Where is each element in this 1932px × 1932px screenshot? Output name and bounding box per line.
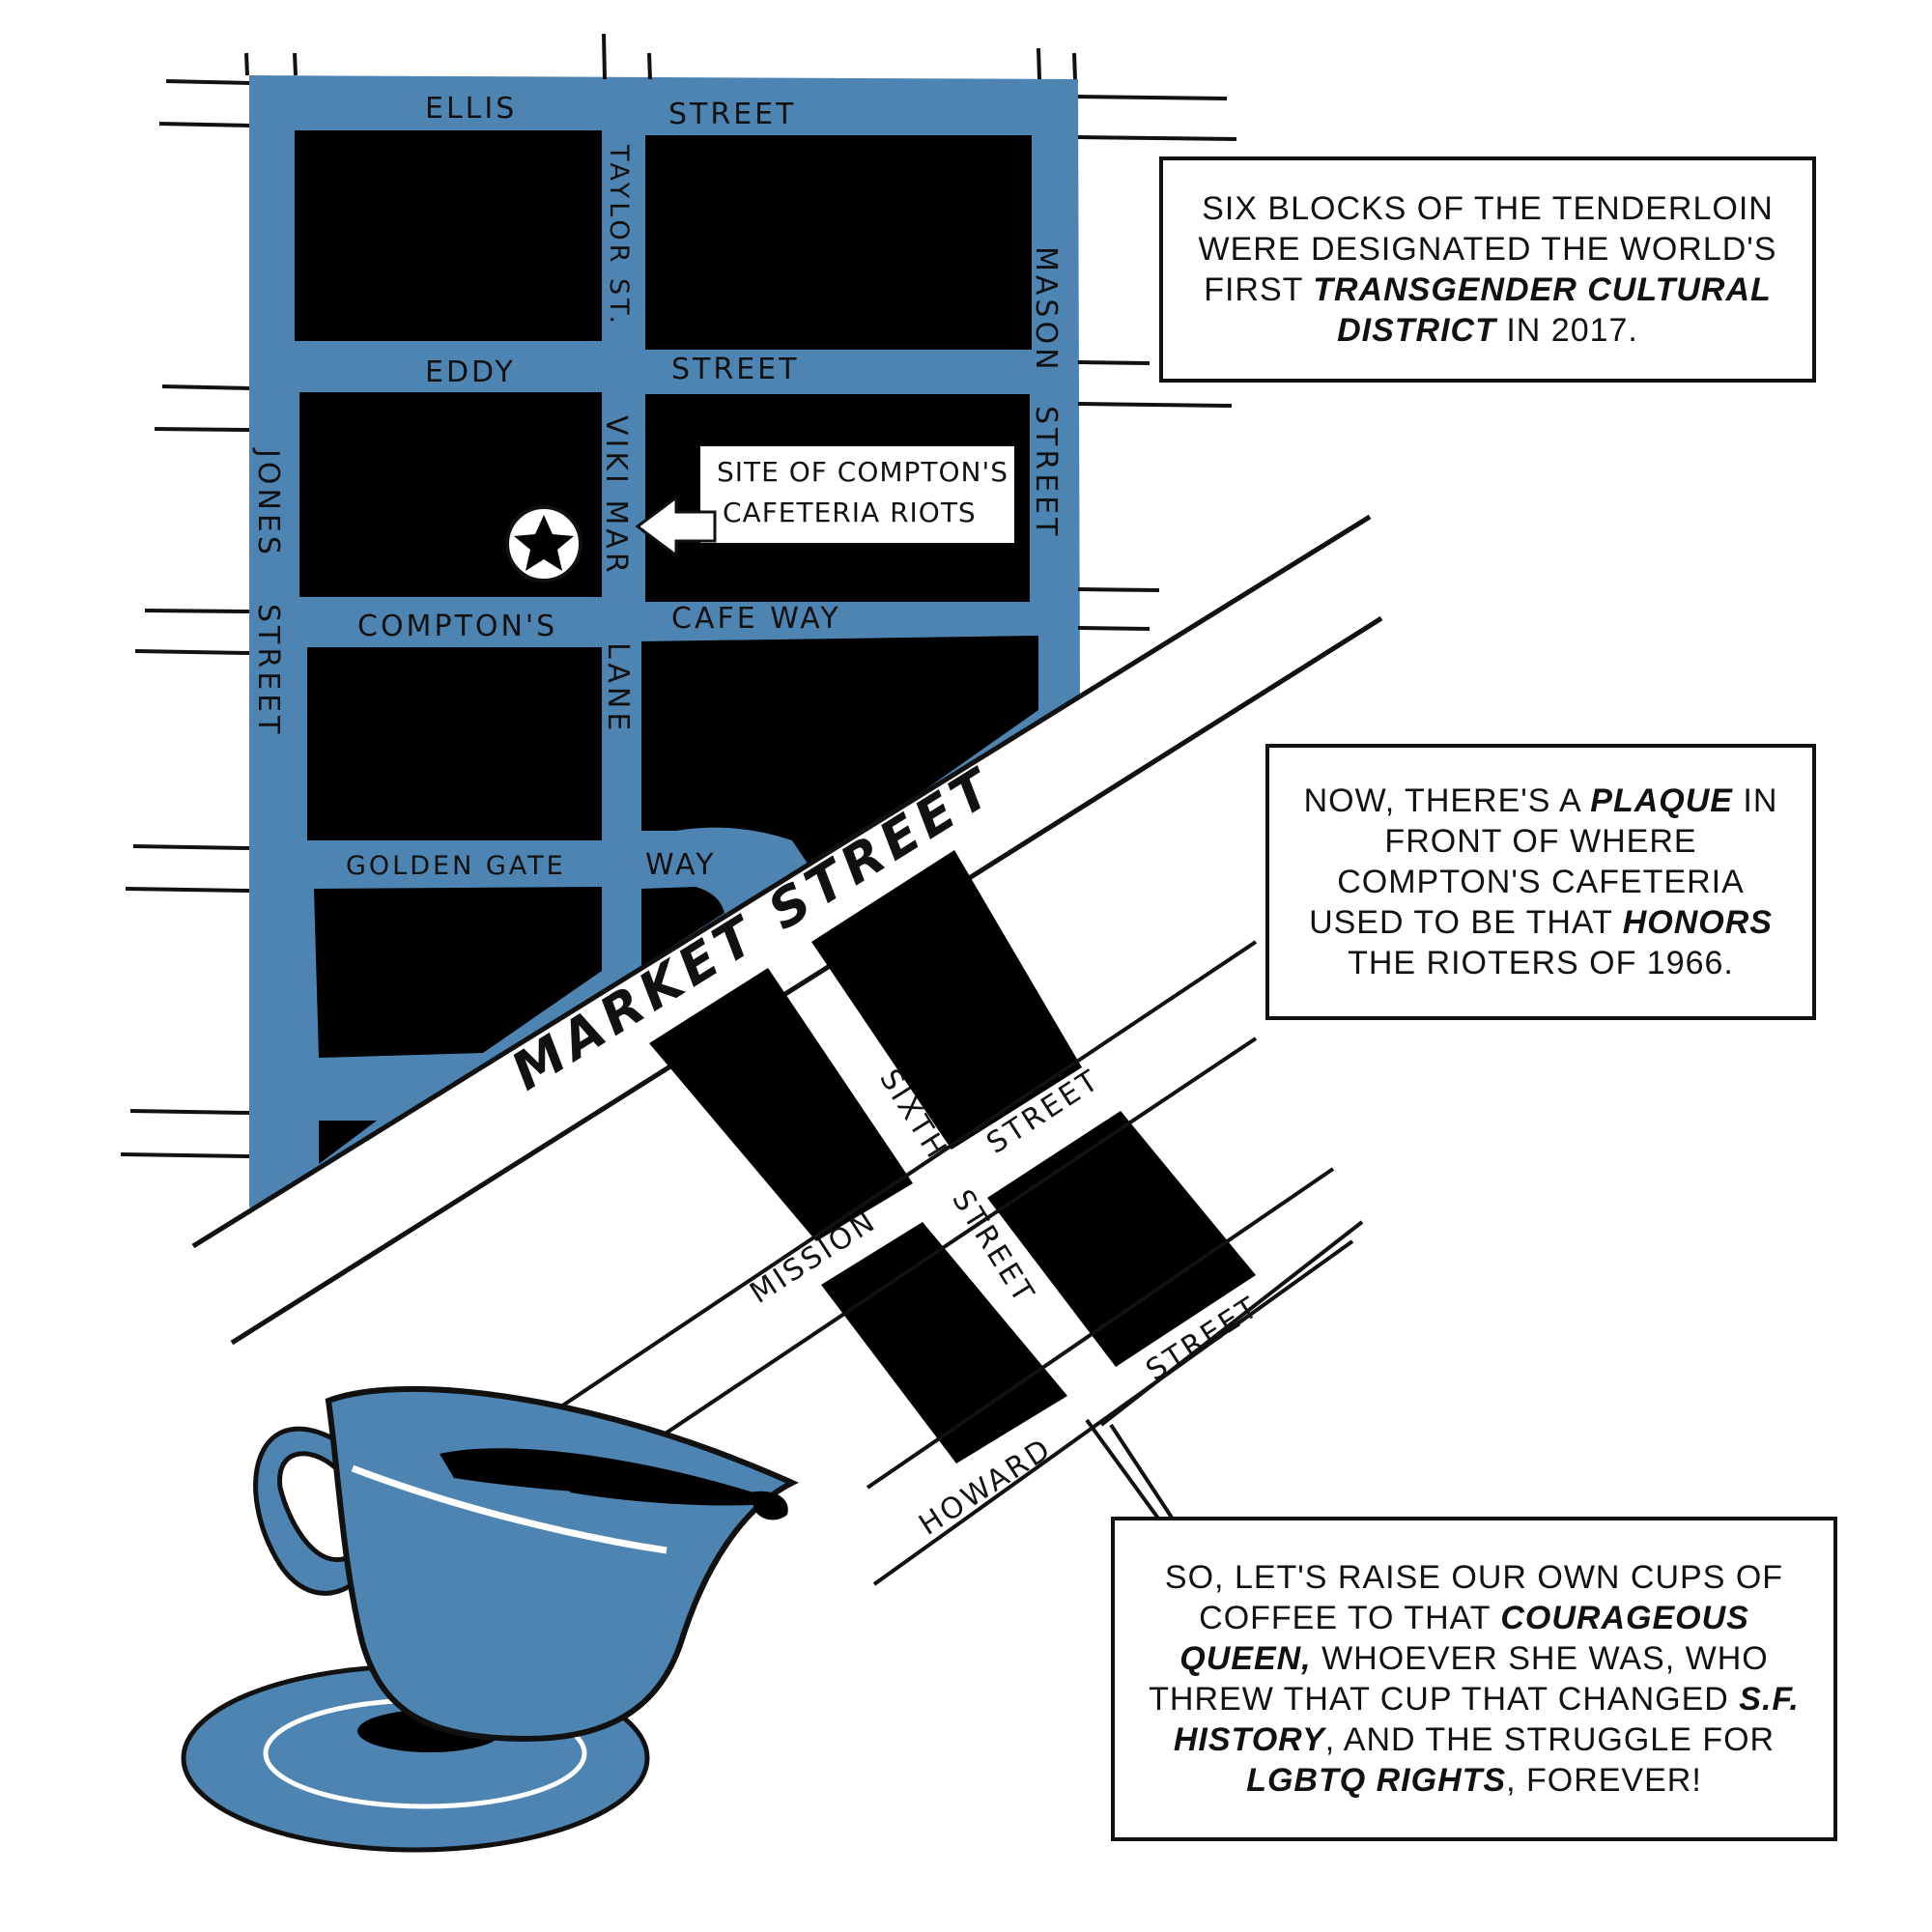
caption-district-part1: SIX BLOCKS OF THE TENDERLOIN WERE DESIGN…	[1198, 190, 1777, 308]
block-comptons-golden-east	[641, 636, 1038, 869]
caption-plaque-emphasis2: HONORS	[1622, 904, 1773, 941]
star-icon	[514, 515, 574, 571]
block-market-sliver	[319, 1121, 377, 1164]
coffee-spoon	[570, 1478, 788, 1520]
block-market-mission-east	[811, 850, 1082, 1150]
caption-raise-emphasis3: LGBTQ RIGHTS	[1246, 1762, 1507, 1799]
label-howard: HOWARD	[913, 1432, 1058, 1543]
riot-site-marker	[505, 505, 582, 582]
block-golden-market-east	[641, 887, 724, 966]
label-jones-street: STREET	[251, 604, 285, 737]
label-mason-street: STREET	[1029, 406, 1063, 539]
block-market-mission-west	[649, 968, 913, 1241]
caption-district-part2: IN 2017.	[1495, 312, 1638, 349]
caption-raise-part1: SO, LET'S RAISE OUR OWN CUPS OF COFFEE T…	[1164, 1559, 1784, 1636]
caption-plaque-part3: THE RIOTERS OF 1966.	[1348, 945, 1734, 981]
site-label-line2: CAFETERIA RIOTS	[723, 497, 977, 528]
arrow-left-icon	[635, 495, 717, 558]
market-street-edge-north	[191, 514, 1372, 1249]
caption-raise-emphasis2: S.F. HISTORY	[1173, 1681, 1800, 1758]
caption-plaque-text: NOW, THERE'S A PLAQUE IN FRONT OF WHERE …	[1289, 781, 1793, 983]
coffee-cup	[181, 1385, 799, 1853]
label-lane: LANE	[601, 642, 635, 734]
label-golden-gate-way: WAY	[645, 848, 717, 882]
label-jones: JONES	[251, 447, 285, 558]
mission-street-lines	[539, 940, 1364, 1586]
label-eddy-street: STREET	[671, 353, 799, 386]
label-golden-gate: GOLDEN GATE	[346, 851, 566, 881]
caption-box-raise-cups: SO, LET'S RAISE OUR OWN CUPS OF COFFEE T…	[1111, 1517, 1837, 1841]
block-mission-howard-west	[821, 1222, 1067, 1463]
label-eddy: EDDY	[425, 355, 516, 389]
site-label-box	[700, 446, 1014, 543]
caption-plaque-part1: NOW, THERE'S A	[1303, 782, 1591, 819]
caption-plaque-emphasis1: PLAQUE	[1590, 782, 1733, 819]
label-viki-mar: VIKI MAR	[599, 415, 633, 577]
label-cafe-way: CAFE WAY	[671, 602, 841, 636]
cup-stripe	[351, 1464, 668, 1554]
site-label-group: SITE OF COMPTON'S CAFETERIA RIOTS	[635, 446, 1014, 558]
label-ellis: ELLIS	[425, 92, 517, 126]
caption-district-emphasis: TRANSGENDER CULTURAL DISTRICT	[1313, 271, 1772, 349]
caption-box-district: SIX BLOCKS OF THE TENDERLOIN WERE DESIGN…	[1159, 156, 1816, 383]
market-street-fill	[193, 517, 1381, 1343]
right-street-lines	[1077, 95, 1237, 631]
caption-raise-part4: , FOREVER!	[1506, 1762, 1702, 1799]
site-label-line1: SITE OF COMPTON'S	[717, 456, 1009, 488]
caption-raise-emphasis1: COURAGEOUS QUEEN,	[1179, 1600, 1749, 1677]
caption-raise-part2: WHOEVER SHE WAS, WHO THREW THAT CUP THAT…	[1149, 1640, 1769, 1718]
city-blocks	[295, 130, 1038, 1164]
caption-raise-part3: , AND THE STRUGGLE FOR	[1324, 1721, 1776, 1758]
label-comptons: COMPTON'S	[357, 610, 557, 643]
label-mason: MASON	[1029, 246, 1063, 374]
market-street-edge-south	[230, 615, 1383, 1346]
label-ellis-street: STREET	[668, 98, 796, 131]
cup-body	[325, 1385, 799, 1743]
block-ellis-eddy-east	[645, 135, 1032, 350]
left-street-lines	[120, 33, 1077, 1158]
caption-box-plaque: NOW, THERE'S A PLAQUE IN FRONT OF WHERE …	[1265, 744, 1816, 1020]
coffee-surface	[440, 1448, 753, 1495]
caption-district-text: SIX BLOCKS OF THE TENDERLOIN WERE DESIGN…	[1182, 188, 1793, 351]
block-comptons-golden-west	[307, 647, 602, 840]
block-ellis-eddy-west	[295, 130, 602, 341]
label-taylor: TAYLOR ST.	[604, 144, 634, 327]
caption-raise-cups-text: SO, LET'S RAISE OUR OWN CUPS OF COFFEE T…	[1134, 1557, 1814, 1801]
caption-plaque-part2: IN FRONT OF WHERE COMPTON'S CAFETERIA US…	[1309, 782, 1778, 941]
block-golden-market-west	[314, 887, 602, 1058]
